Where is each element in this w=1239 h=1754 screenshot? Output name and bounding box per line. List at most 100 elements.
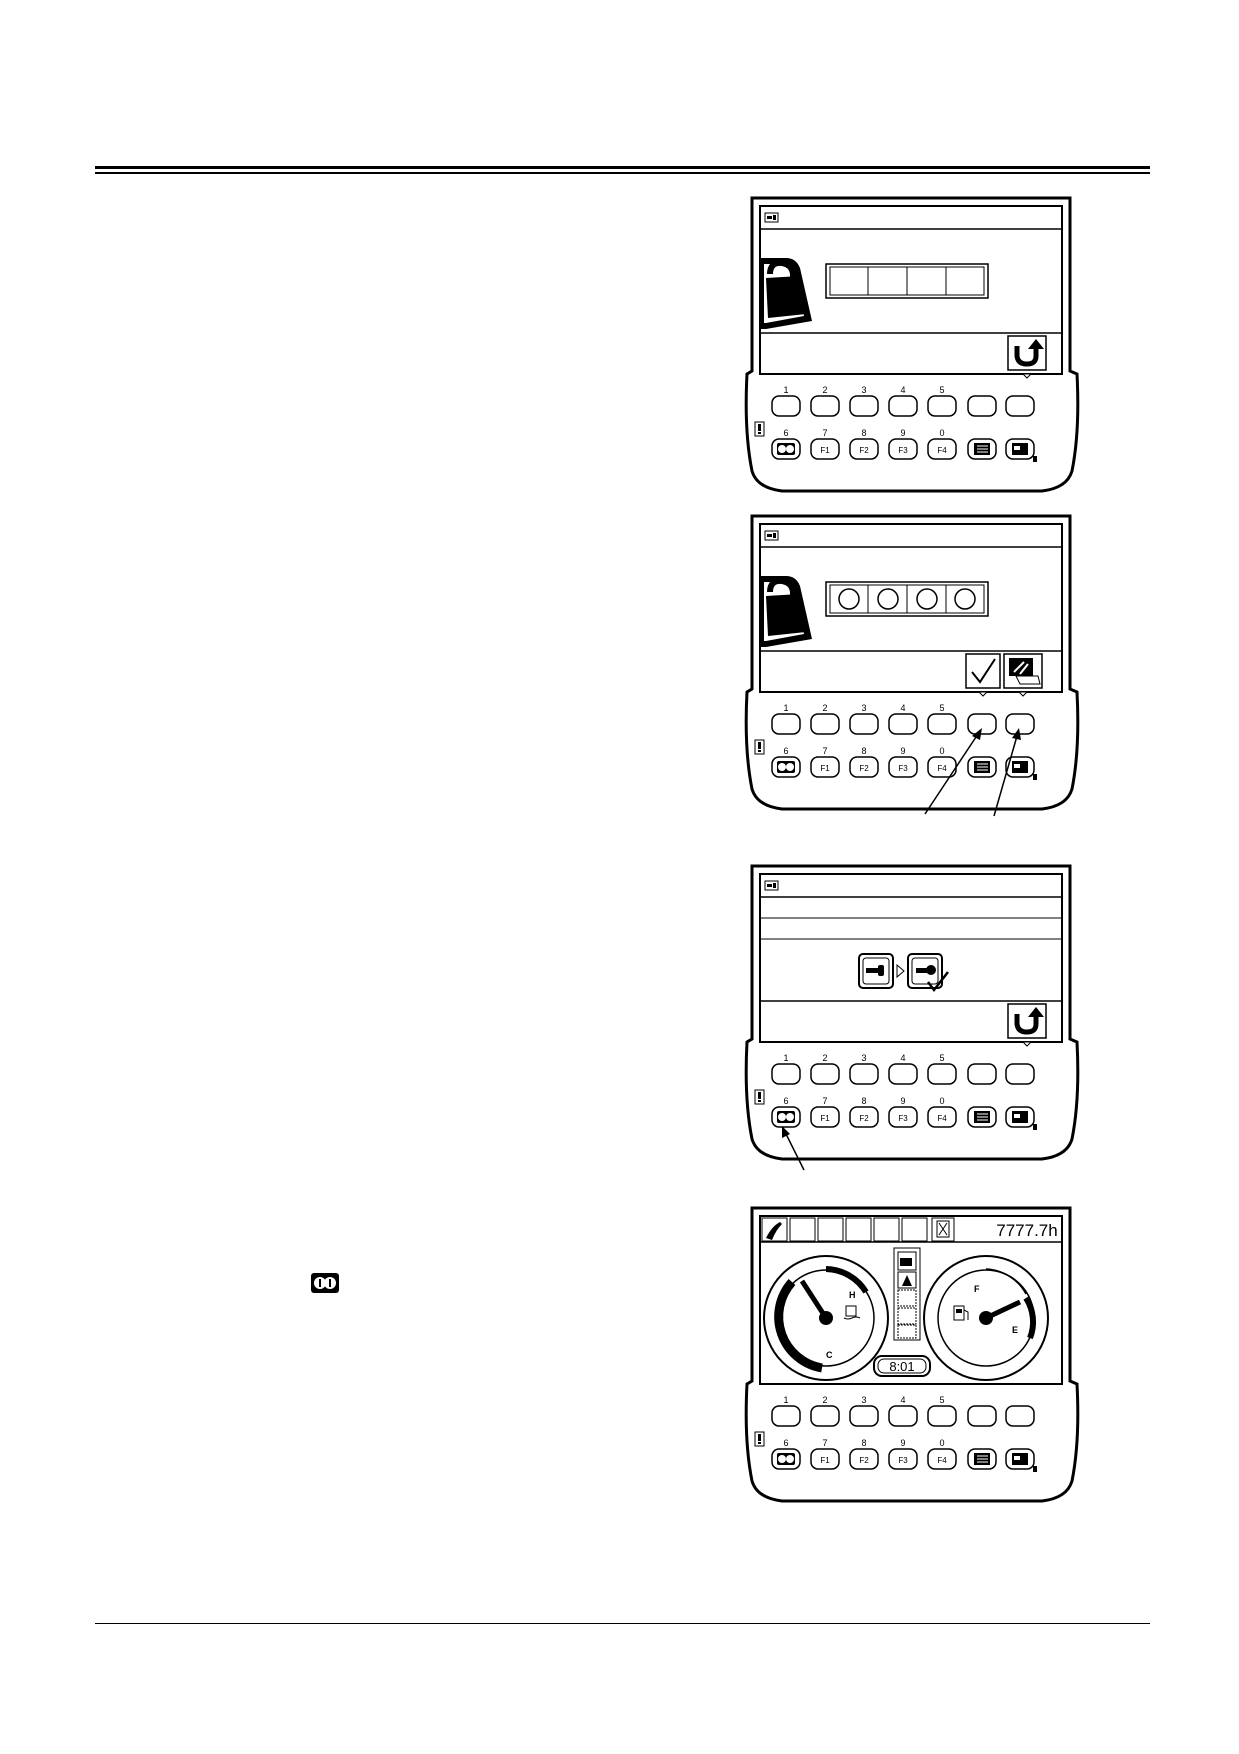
svg-text:9: 9 bbox=[900, 1096, 905, 1106]
svg-text:F1: F1 bbox=[820, 446, 830, 455]
svg-text:7: 7 bbox=[822, 428, 827, 438]
eraser-icon[interactable] bbox=[1003, 653, 1043, 697]
key-number-label: 4 bbox=[900, 385, 905, 395]
key-small-icon bbox=[764, 212, 779, 223]
keypad-button-3 bbox=[849, 395, 879, 417]
svg-text:F2: F2 bbox=[859, 446, 869, 455]
svg-text:F4: F4 bbox=[937, 1114, 947, 1123]
keypad-button-4 bbox=[888, 395, 918, 417]
svg-text:8: 8 bbox=[861, 428, 866, 438]
svg-text:0: 0 bbox=[939, 1438, 944, 1448]
svg-text:5: 5 bbox=[939, 1053, 944, 1063]
top-indicator-row bbox=[761, 1217, 955, 1242]
keypad: 1 2 3 4 5 6 7 8 9 0 F1 F2 F3 F4 bbox=[754, 1395, 1037, 1472]
camera-icon bbox=[1005, 1448, 1037, 1472]
svg-text:4: 4 bbox=[900, 703, 905, 713]
svg-text:F4: F4 bbox=[937, 764, 947, 773]
monitor-figure-password-entry: 1 2 3 4 5 6 7 8 9 0 F1 F2 F3 F4 bbox=[742, 196, 1082, 496]
svg-text:H: H bbox=[849, 1290, 856, 1300]
coolant-temperature-icon bbox=[843, 1305, 861, 1320]
menu-list-icon bbox=[967, 438, 997, 460]
svg-text:3: 3 bbox=[861, 1053, 866, 1063]
svg-text:F3: F3 bbox=[898, 1114, 908, 1123]
confirm-soft-key bbox=[967, 713, 997, 735]
svg-text:6: 6 bbox=[783, 1096, 788, 1106]
svg-text:F2: F2 bbox=[859, 1114, 869, 1123]
svg-text:F: F bbox=[974, 1284, 980, 1294]
svg-text:1: 1 bbox=[783, 703, 788, 713]
camera-icon bbox=[1005, 756, 1037, 780]
key-small-icon bbox=[764, 880, 779, 891]
monitor-figure-normal-screen: 7777.7h H C F E 8:01 1 2 bbox=[742, 1206, 1082, 1506]
key-number-label: 5 bbox=[939, 385, 944, 395]
menu-list-icon bbox=[967, 1106, 997, 1128]
footer-rule bbox=[95, 1623, 1150, 1624]
info-button-icon bbox=[311, 1273, 339, 1293]
svg-text:0: 0 bbox=[939, 746, 944, 756]
password-input-field[interactable] bbox=[825, 263, 989, 299]
info-button-icon bbox=[771, 1448, 801, 1470]
svg-text:1: 1 bbox=[783, 1053, 788, 1063]
keypad-button-2 bbox=[810, 395, 840, 417]
svg-text:9: 9 bbox=[900, 746, 905, 756]
camera-icon bbox=[1005, 438, 1037, 462]
pointer-arrow-confirm bbox=[924, 728, 982, 815]
warning-icon bbox=[754, 739, 765, 755]
header-rule-thin bbox=[95, 172, 1150, 174]
svg-text:C: C bbox=[826, 1350, 833, 1360]
svg-text:7: 7 bbox=[822, 1096, 827, 1106]
info-button-icon bbox=[771, 438, 801, 460]
svg-text:9: 9 bbox=[900, 1438, 905, 1448]
svg-text:F4: F4 bbox=[937, 446, 947, 455]
svg-text:1: 1 bbox=[783, 1395, 788, 1405]
key-number-label: 3 bbox=[861, 385, 866, 395]
svg-text:F2: F2 bbox=[859, 1456, 869, 1465]
warning-icon bbox=[754, 1089, 765, 1105]
coolant-temperature-gauge: H C bbox=[763, 1255, 889, 1381]
info-button-icon bbox=[771, 1106, 801, 1128]
monitor-figure-password-entered: 1 2 3 4 5 6 7 8 9 0 F1 F2 F3 F4 bbox=[742, 514, 1082, 834]
clear-soft-key bbox=[1005, 713, 1035, 735]
return-arrow-icon[interactable] bbox=[1007, 335, 1047, 379]
svg-text:8: 8 bbox=[861, 1438, 866, 1448]
keypad-button-1 bbox=[771, 395, 801, 417]
svg-text:4: 4 bbox=[900, 1395, 905, 1405]
svg-text:0: 0 bbox=[939, 1096, 944, 1106]
return-arrow-icon[interactable] bbox=[1007, 1003, 1047, 1047]
hour-meter: 7777.7h bbox=[996, 1221, 1057, 1240]
padlock-icon bbox=[760, 258, 812, 329]
svg-text:F3: F3 bbox=[898, 764, 908, 773]
svg-text:F2: F2 bbox=[859, 764, 869, 773]
menu-list-icon bbox=[967, 756, 997, 778]
key-small-icon bbox=[764, 530, 779, 541]
checkmark-icon[interactable] bbox=[965, 653, 1001, 697]
password-input-field[interactable] bbox=[825, 581, 989, 617]
keypad-button-soft-left bbox=[967, 395, 997, 417]
svg-text:2: 2 bbox=[822, 703, 827, 713]
clock-display: 8:01 bbox=[873, 1355, 931, 1377]
padlock-icon bbox=[760, 576, 812, 647]
key-number-label: 1 bbox=[783, 385, 788, 395]
svg-text:E: E bbox=[1012, 1325, 1018, 1335]
keypad-button-soft-right bbox=[1005, 395, 1035, 417]
svg-text:F3: F3 bbox=[898, 446, 908, 455]
monitor-figure-key-register: 1 2 3 4 5 6 7 8 9 0 F1 F2 F3 F4 bbox=[742, 864, 1082, 1184]
keypad-button-5 bbox=[927, 395, 957, 417]
fuel-gauge: F E bbox=[923, 1255, 1049, 1381]
header-rule-thick bbox=[95, 166, 1150, 169]
svg-text:9: 9 bbox=[900, 428, 905, 438]
svg-text:8: 8 bbox=[861, 1096, 866, 1106]
svg-text:4: 4 bbox=[900, 1053, 905, 1063]
svg-text:3: 3 bbox=[861, 1395, 866, 1405]
warning-icon bbox=[754, 1431, 765, 1447]
svg-text:8: 8 bbox=[861, 746, 866, 756]
svg-text:5: 5 bbox=[939, 1395, 944, 1405]
pointer-arrow-clear bbox=[993, 728, 1021, 817]
warning-icon bbox=[754, 421, 765, 437]
center-indicator-column bbox=[893, 1247, 921, 1341]
fuel-pump-icon bbox=[953, 1305, 969, 1321]
svg-text:8:01: 8:01 bbox=[889, 1359, 914, 1374]
keypad: 1 2 3 4 5 6 7 8 9 0 F1 F2 F3 F4 bbox=[754, 1053, 1037, 1130]
svg-text:F1: F1 bbox=[820, 764, 830, 773]
keypad: 1 2 3 4 5 6 7 8 9 0 F1 F2 F3 F4 bbox=[754, 703, 1037, 780]
